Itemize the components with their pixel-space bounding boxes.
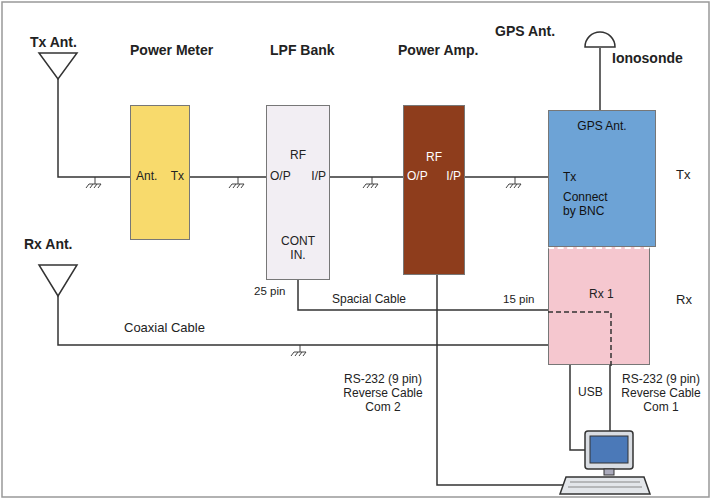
- cable-connector: [298, 280, 548, 310]
- unit-heading: Tx Ant.: [30, 34, 77, 50]
- unit-heading: LPF Bank: [270, 42, 335, 58]
- gps-antenna: [585, 32, 615, 110]
- box-text: CONT IN.: [273, 234, 323, 262]
- box-text: Connect by BNC: [563, 190, 623, 218]
- unit-node: Power MeterAnt.Tx: [125, 42, 190, 240]
- annotation-label: 25 pin: [254, 284, 285, 298]
- ground-symbol: [506, 177, 521, 188]
- annotation-label: 15 pin: [503, 292, 534, 306]
- computer-icon: [560, 431, 650, 494]
- com1-cable: [609, 365, 611, 431]
- ground-symbol: [229, 177, 244, 188]
- unit-heading: Ionosonde: [612, 50, 683, 66]
- com2-cable: [437, 275, 566, 485]
- cable-connector: [58, 79, 130, 177]
- antenna-triangle: [39, 265, 77, 296]
- box-text: O/P: [270, 169, 291, 183]
- unit-box: Ant. Tx: [130, 105, 190, 240]
- cable-connector: [330, 176, 403, 178]
- unit-node: LPF BankRFO/PI/PCONT IN.: [262, 42, 330, 280]
- ground-symbol: [291, 345, 306, 356]
- ionosonde-section: Rx 1: [548, 247, 650, 365]
- cable-label: Spacial Cable: [330, 292, 408, 306]
- box-text: Tx: [171, 169, 184, 183]
- box-text: RF: [404, 150, 464, 164]
- box-text: O/P: [407, 169, 428, 183]
- cable-connector: [58, 296, 548, 345]
- annotation-label: GPS Ant.: [495, 24, 555, 38]
- unit-node: Tx Ant.: [30, 34, 98, 79]
- annotation-label: USB: [578, 385, 603, 399]
- unit-node: IonosondeGPS Ant. TxConnect by BNC Rx 1: [548, 42, 698, 365]
- com1-dashed-path: [548, 312, 611, 367]
- unit-heading: Rx Ant.: [24, 236, 72, 252]
- com1-dashed-line: [548, 247, 650, 365]
- annotation-label: Tx: [676, 168, 690, 182]
- antenna-symbol: [38, 52, 78, 79]
- annotation-label: Rx: [676, 293, 692, 307]
- box-text: Ant.: [136, 169, 157, 183]
- ground-symbol: [86, 177, 101, 188]
- unit-heading: Power Amp.: [398, 42, 478, 58]
- unit-node: Rx Ant.: [24, 236, 98, 296]
- unit-box: RF O/P I/P CONT IN.: [266, 105, 330, 280]
- annotation-label: RS-232 (9 pin) Reverse Cable Com 2: [335, 372, 431, 414]
- antenna-triangle: [39, 53, 77, 79]
- box-text: Tx: [563, 170, 576, 184]
- ionosonde-section: GPS Ant. TxConnect by BNC: [548, 110, 656, 247]
- antenna-symbol: [38, 264, 78, 296]
- unit-node: Power Amp.RFO/PI/P: [398, 42, 465, 275]
- box-text: GPS Ant.: [549, 119, 655, 133]
- cable-label: Coaxial Cable: [122, 321, 207, 335]
- box-text: RF: [267, 148, 329, 162]
- cable-connector: [190, 176, 266, 178]
- annotation-label: RS-232 (9 pin) Reverse Cable Com 1: [614, 372, 708, 414]
- usb-cable: [570, 365, 585, 450]
- box-text: I/P: [311, 169, 326, 183]
- cable-connector: [465, 176, 548, 178]
- box-text: I/P: [446, 169, 461, 183]
- ground-symbol: [363, 177, 378, 188]
- unit-box: RF O/P I/P: [403, 105, 465, 275]
- box-text: Rx 1: [589, 287, 614, 301]
- unit-heading: Power Meter: [130, 42, 213, 58]
